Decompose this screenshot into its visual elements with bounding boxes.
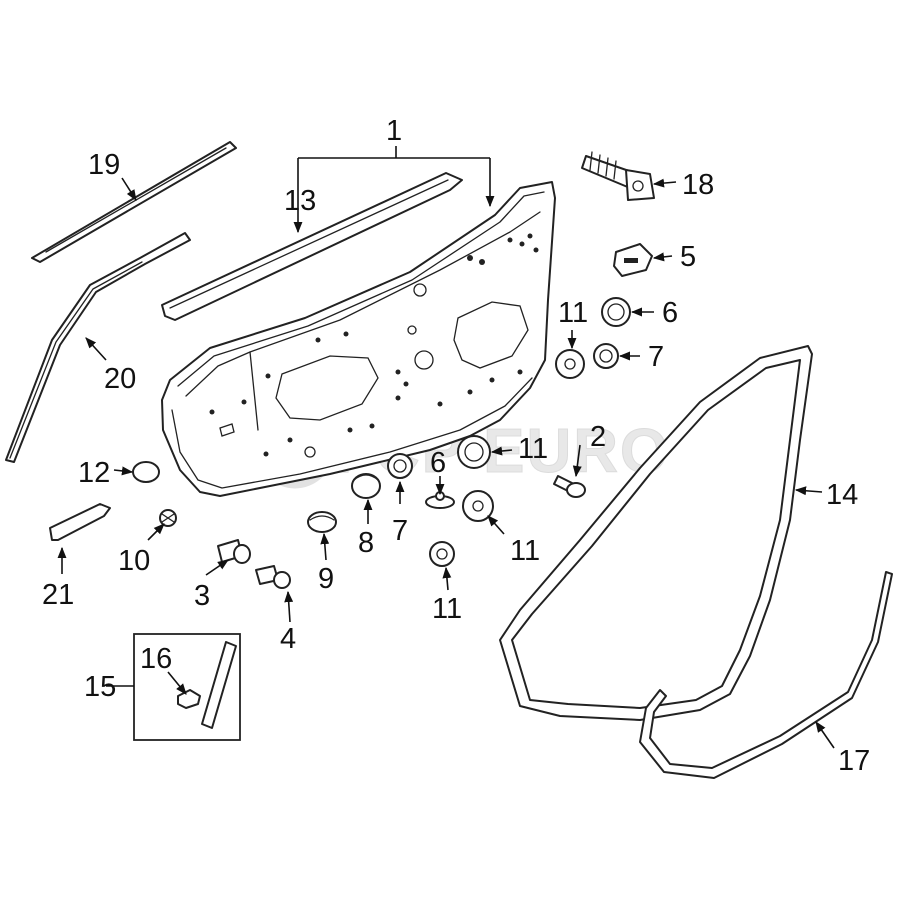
- part-4-striker: [255, 565, 291, 589]
- part-3-hinge-pin: [217, 539, 251, 564]
- callout-6b: 6: [430, 447, 446, 479]
- callout-18: 18: [682, 169, 714, 201]
- callout-6a: 6: [662, 297, 678, 329]
- part-7-grommet-upper: [593, 343, 619, 369]
- callout-1: 1: [386, 115, 402, 147]
- part-11-plug-a: [555, 349, 585, 379]
- part-12-cap: [132, 461, 160, 483]
- callout-21: 21: [42, 579, 74, 611]
- callout-7a: 7: [648, 341, 664, 373]
- callout-13: 13: [284, 185, 316, 217]
- part-5-plug: [613, 243, 653, 277]
- callouts: 1 2 3 4 5 6 6 7 7 8 9 10 11 11 11 11 12 …: [42, 115, 870, 777]
- part-10-clip: [159, 509, 177, 527]
- part-6-grommet-upper: [601, 297, 631, 327]
- callout-11c: 11: [510, 535, 540, 567]
- part-19-belt-molding: [31, 141, 237, 263]
- callout-11d: 11: [432, 593, 462, 625]
- callout-16: 16: [140, 643, 172, 675]
- part-15-guide-rail: [201, 641, 237, 729]
- part-2-bolt: [553, 475, 586, 498]
- callout-15: 15: [84, 671, 116, 703]
- part-11-plug-c: [462, 490, 494, 522]
- part-17-lower-seal: [639, 571, 893, 779]
- part-7-grommet-lower: [387, 453, 413, 479]
- part-13-inner-belt-seal: [161, 172, 463, 321]
- leader-lines: [57, 146, 835, 749]
- part-20-window-channel: [5, 232, 191, 463]
- callout-2: 2: [590, 421, 606, 453]
- callout-11a: 11: [558, 297, 588, 329]
- part-11-plug-d: [429, 541, 455, 567]
- callout-4: 4: [280, 623, 296, 655]
- part-8-plug: [351, 473, 381, 499]
- callout-3: 3: [194, 580, 210, 612]
- part-21-trim: [49, 503, 111, 541]
- callout-19: 19: [88, 149, 120, 181]
- callout-10: 10: [118, 545, 150, 577]
- part-6-grommet-lower: [425, 491, 455, 509]
- callout-11b: 11: [518, 433, 548, 465]
- part-11-plug-b: [457, 435, 491, 469]
- callout-9: 9: [318, 563, 334, 595]
- callout-5: 5: [680, 241, 696, 273]
- inset-box-15: [106, 633, 241, 741]
- part-16-clip: [177, 689, 201, 709]
- part-9-plug: [307, 511, 337, 533]
- callout-12: 12: [78, 457, 110, 489]
- callout-7b: 7: [392, 515, 408, 547]
- part-14-door-seal: [499, 345, 813, 721]
- callout-8: 8: [358, 527, 374, 559]
- callout-20: 20: [104, 363, 136, 395]
- part-1-door-shell: [161, 181, 556, 497]
- part-18-door-check: [581, 151, 655, 201]
- callout-14: 14: [826, 479, 858, 511]
- callout-17: 17: [838, 745, 870, 777]
